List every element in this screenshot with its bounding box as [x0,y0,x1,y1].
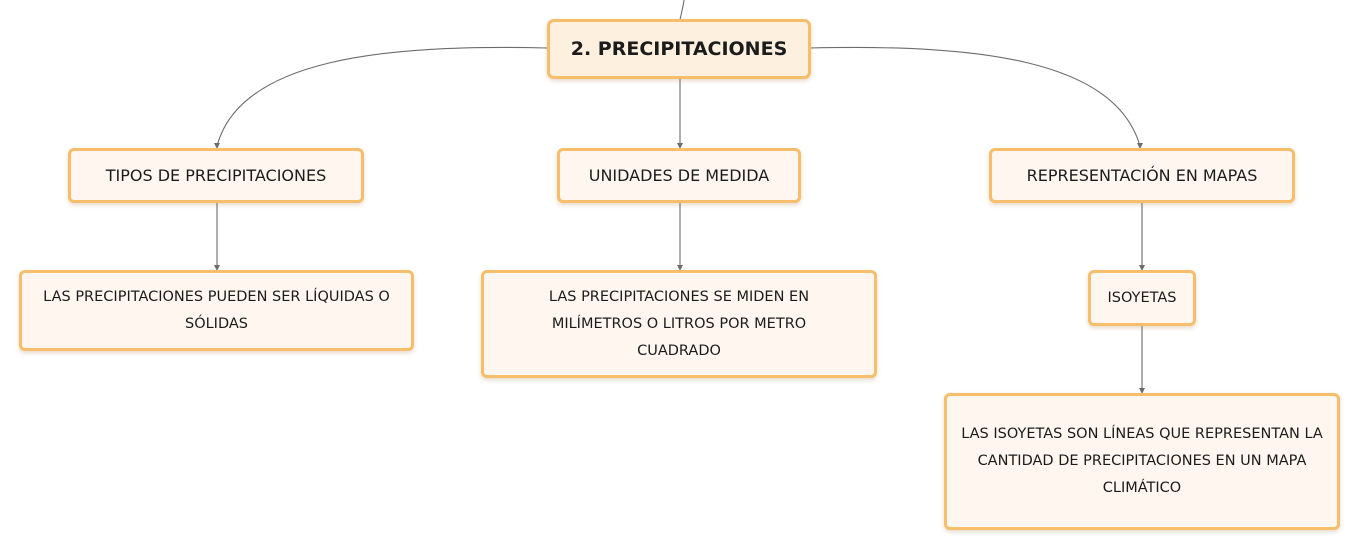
branch-node-representacion[interactable]: REPRESENTACIÓN EN MAPAS [989,148,1295,203]
detail-node-tipos[interactable]: LAS PRECIPITACIONES PUEDEN SER LÍQUIDAS … [19,270,414,351]
branch-node-tipos[interactable]: TIPOS DE PRECIPITACIONES [68,148,364,203]
connector-root-tipos [216,46,548,147]
arrow-unidades [677,143,683,149]
detail-node-unidades[interactable]: LAS PRECIPITACIONES SE MIDEN EN MILÍMETR… [481,270,877,378]
arrow-isoyetas-detail [1139,388,1145,394]
sub-node-isoyetas[interactable]: ISOYETAS [1088,270,1196,326]
arrow-isoyetas [1139,265,1145,271]
root-label: 2. PRECIPITACIONES [570,38,788,60]
sub-label-isoyetas: ISOYETAS [1107,290,1177,306]
arrow-representacion [1137,143,1143,149]
parent-connector [679,0,685,21]
branch-node-unidades[interactable]: UNIDADES DE MEDIDA [557,148,801,203]
arrow-unidades-detail [677,265,683,271]
connector-root-representacion [809,46,1141,147]
detail-text-isoyetas: LAS ISOYETAS SON LÍNEAS QUE REPRESENTAN … [961,426,1323,496]
arrow-tipos [214,143,220,149]
detail-text-unidades: LAS PRECIPITACIONES SE MIDEN EN MILÍMETR… [548,288,810,359]
detail-text-tipos: LAS PRECIPITACIONES PUEDEN SER LÍQUIDAS … [43,288,390,332]
detail-node-isoyetas[interactable]: LAS ISOYETAS SON LÍNEAS QUE REPRESENTAN … [944,393,1340,530]
branch-label-representacion: REPRESENTACIÓN EN MAPAS [1026,166,1258,185]
branch-label-tipos: TIPOS DE PRECIPITACIONES [105,166,327,185]
branch-label-unidades: UNIDADES DE MEDIDA [588,166,770,185]
arrow-tipos-detail [214,265,220,271]
root-node[interactable]: 2. PRECIPITACIONES [547,19,811,79]
